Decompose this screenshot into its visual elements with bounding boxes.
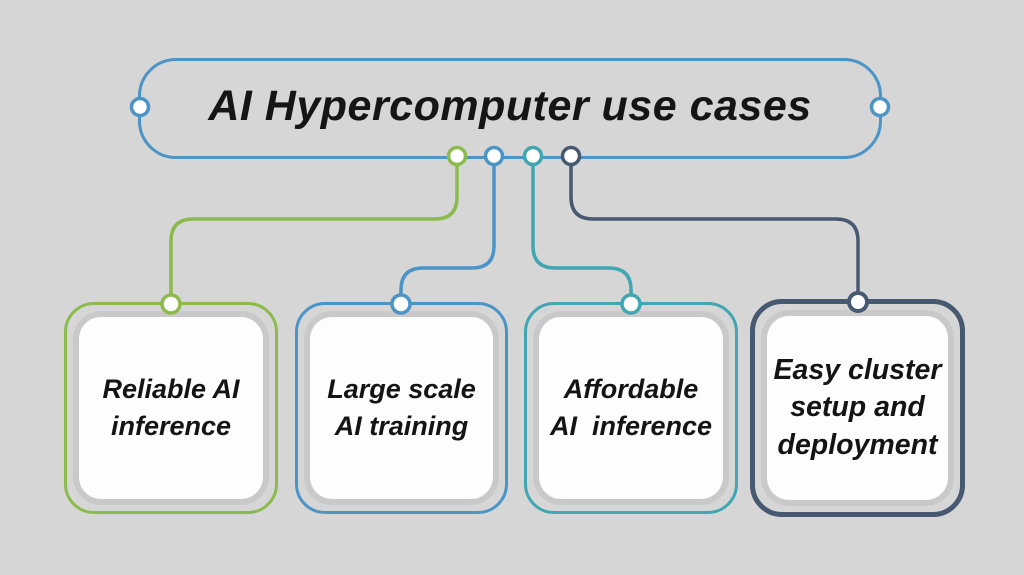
node-reliable-ai-inference: Reliable AI inference xyxy=(64,302,278,514)
node-large-scale-ai-training: Large scale AI training xyxy=(295,302,508,514)
node-label-line: inference xyxy=(110,411,232,441)
node-label-line: Affordable xyxy=(563,373,699,404)
node-card: Easy cluster setup and deployment xyxy=(767,316,948,500)
node-label-line: Easy cluster xyxy=(773,353,942,386)
connector-affordable-ai-inference xyxy=(531,155,633,305)
connector-large-scale-ai-training xyxy=(399,155,496,305)
connector-reliable-ai-inference xyxy=(169,155,459,305)
node-label-line: AI training xyxy=(334,411,469,441)
title-node: AI Hypercomputer use cases xyxy=(138,58,882,159)
node-card: Large scale AI training xyxy=(310,317,493,499)
node-card: Affordable AI inference xyxy=(539,317,723,499)
node-easy-cluster-setup: Easy cluster setup and deployment xyxy=(750,299,965,517)
node-label-line: Reliable AI xyxy=(102,373,240,404)
title-label: AI Hypercomputer use cases xyxy=(208,82,812,130)
node-label-line: AI inference xyxy=(549,411,713,441)
node-card: Reliable AI inference xyxy=(79,317,263,499)
connector-easy-cluster-setup xyxy=(569,155,860,304)
node-affordable-ai-inference: Affordable AI inference xyxy=(524,302,738,514)
node-label-line: Large scale xyxy=(327,373,476,404)
node-label-line: setup and xyxy=(790,391,925,424)
node-label-line: deployment xyxy=(777,428,938,461)
